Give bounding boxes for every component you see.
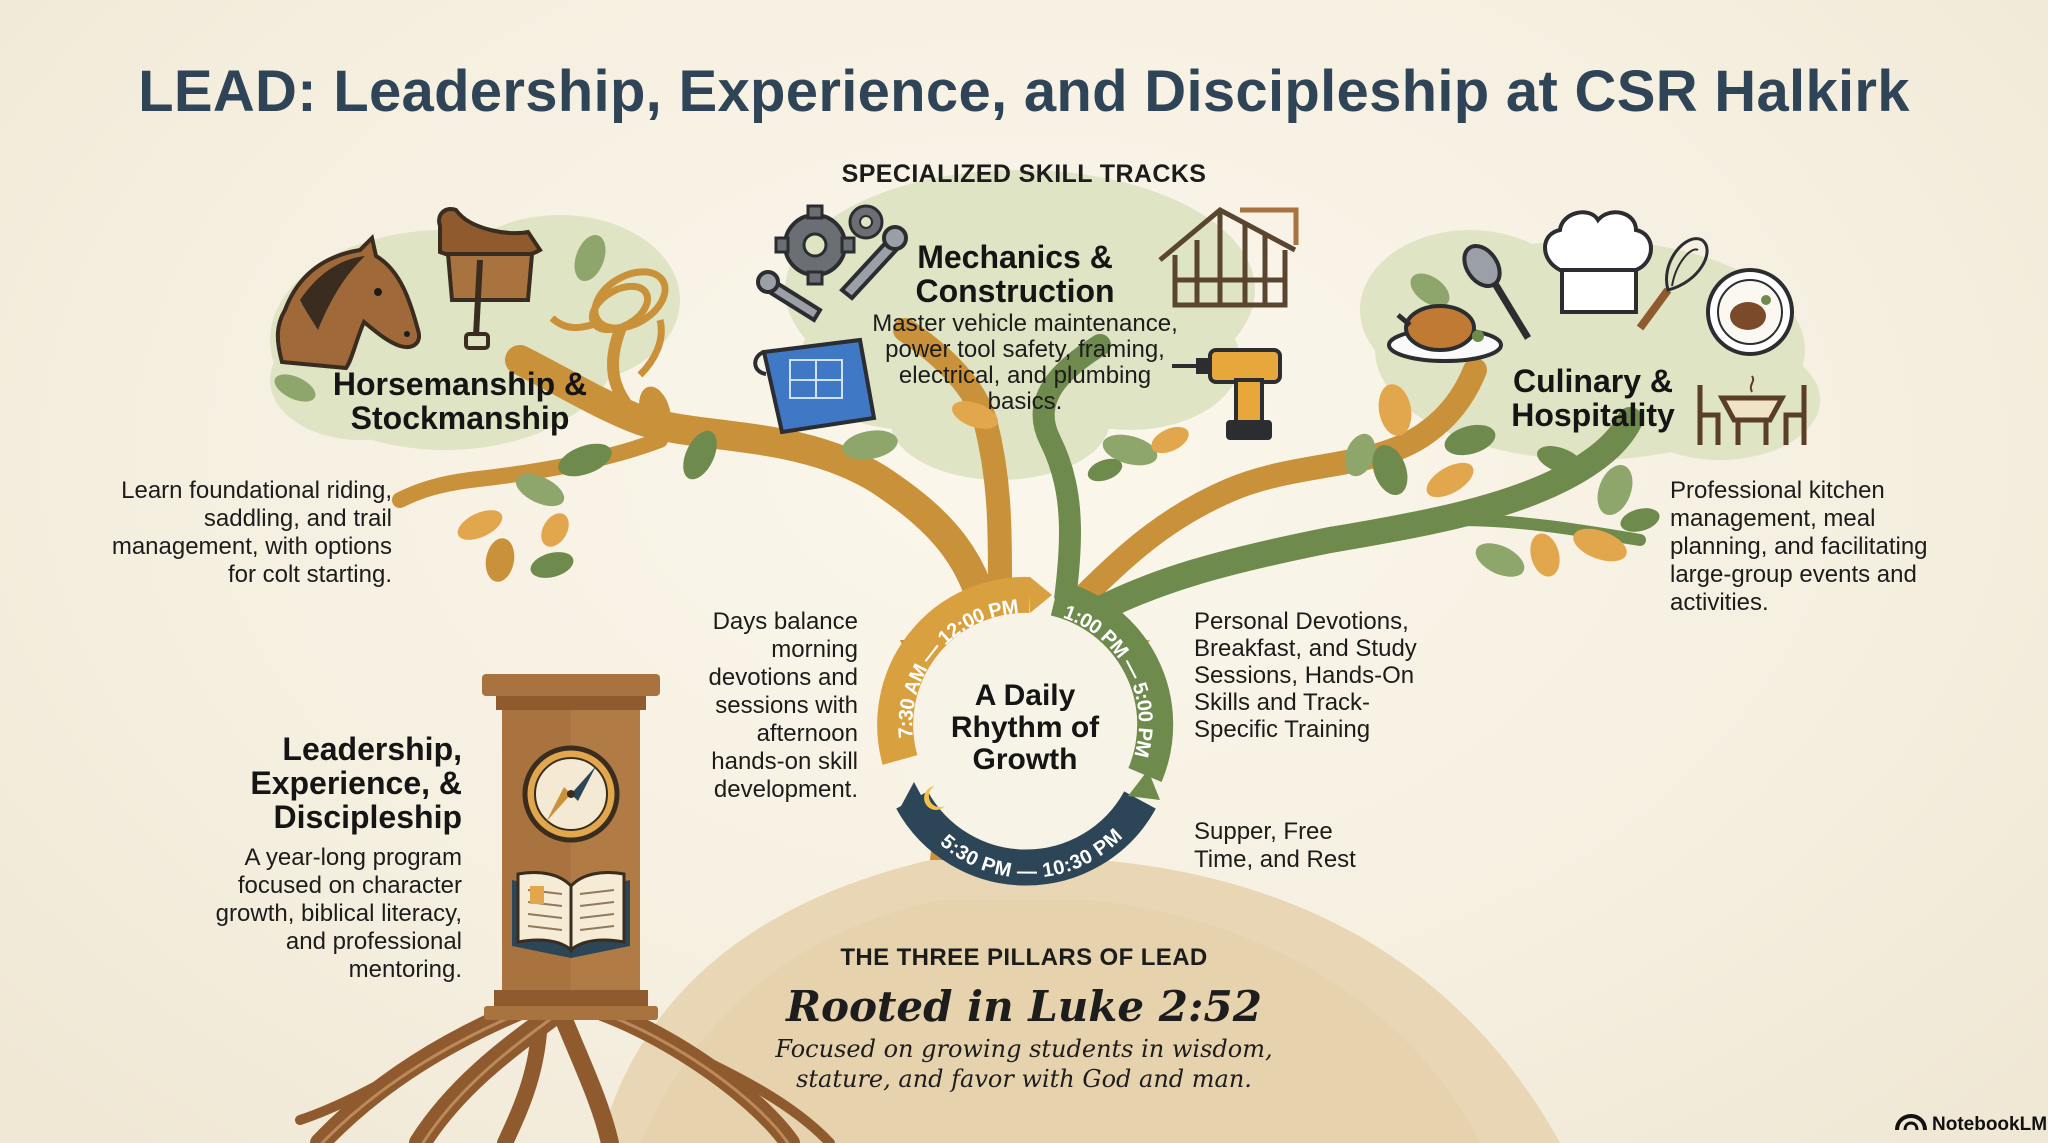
notebooklm-icon: [1895, 1113, 1927, 1131]
gears-icon: [774, 204, 884, 286]
spoon-icon: [1462, 244, 1531, 340]
whisk-icon: [1636, 237, 1709, 331]
roast-chicken-icon: [1387, 304, 1503, 363]
saddle-icon: [437, 207, 543, 350]
mechanics-description: Master vehicle maintenance, power tool s…: [872, 310, 1178, 415]
evening-activities: Supper, Free Time, and Rest: [1194, 818, 1356, 873]
notebooklm-brand: NotebookLM: [1932, 1114, 2047, 1136]
pillar-description: A year-long program focused on character…: [215, 844, 462, 983]
daily-rhythm-title: A Daily Rhythm of Growth: [950, 679, 1100, 776]
horsemanship-description: Learn foundational riding, saddling, and…: [111, 477, 392, 588]
daily-rhythm-summary: Days balance morning devotions and sessi…: [708, 608, 858, 803]
leaves: [274, 234, 1660, 582]
mechanics-title: Mechanics & Construction: [915, 239, 1115, 309]
lasso-icon: [549, 268, 669, 378]
moon-icon: [924, 786, 945, 810]
leadership-pillar: [482, 674, 660, 1020]
branches-green: [1032, 334, 1646, 651]
horsemanship-title: Horsemanship & Stockmanship: [332, 366, 588, 436]
page-title: LEAD: Leadership, Experience, and Discip…: [138, 59, 1910, 124]
culinary-description: Professional kitchen management, meal pl…: [1670, 477, 1928, 616]
wrench-icon: [756, 225, 908, 323]
open-book-icon: [512, 871, 630, 958]
morning-segment: [877, 576, 1031, 765]
verse-text: Focused on growing students in wisdom, s…: [775, 1035, 1273, 1093]
culinary-title: Culinary & Hospitality: [1511, 363, 1675, 433]
horse-icon: [275, 234, 421, 371]
dining-table-icon: [1697, 375, 1807, 445]
house-frame-icon: [1158, 207, 1299, 308]
afternoon-segment: [1050, 580, 1174, 782]
pillar-title: Leadership, Experience, & Discipleship: [250, 731, 462, 835]
blueprint-icon: [753, 337, 877, 435]
notebooklm-label: NotebookLM: [1932, 1114, 2048, 1135]
morning-activities: Personal Devotions, Breakfast, and Study…: [1194, 608, 1417, 743]
chef-hat-icon: [1543, 210, 1653, 314]
pillars-heading: THE THREE PILLARS OF LEAD: [840, 944, 1208, 971]
daily-rhythm-ring: [877, 576, 1174, 886]
skill-tracks-heading: SPECIALIZED SKILL TRACKS: [841, 160, 1207, 188]
plate-icon: [1706, 268, 1794, 356]
drill-icon: [1172, 348, 1282, 440]
compass-icon: [522, 745, 620, 843]
evening-segment: [896, 791, 1156, 886]
verse-title: Rooted in Luke 2:52: [786, 982, 1262, 1031]
branches-gold: [392, 318, 1487, 655]
